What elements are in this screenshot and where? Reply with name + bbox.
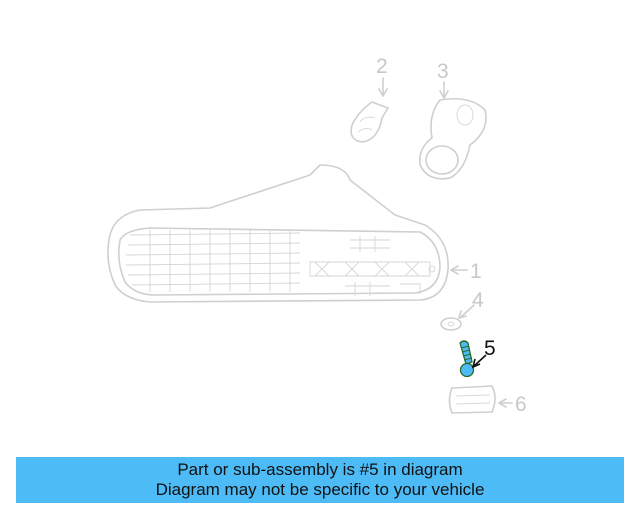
part-4-washer[interactable] — [440, 317, 462, 331]
leader-lines — [378, 77, 513, 408]
part-2-bulb[interactable] — [350, 101, 389, 143]
callout-5[interactable]: 5 — [484, 337, 496, 360]
callout-2[interactable]: 2 — [376, 55, 388, 78]
banner-line-1: Part or sub-assembly is #5 in diagram — [177, 460, 463, 479]
callout-3[interactable]: 3 — [437, 60, 449, 83]
callout-1[interactable]: 1 — [470, 260, 482, 283]
part-3-socket[interactable] — [418, 97, 487, 180]
part-1-lamp-assembly[interactable] — [107, 164, 449, 303]
banner-line-2: Diagram may not be specific to your vehi… — [155, 480, 485, 499]
callout-4[interactable]: 4 — [472, 289, 484, 312]
leader-5 — [471, 354, 487, 369]
part-6-clip[interactable] — [448, 385, 496, 414]
info-banner: Part or sub-assembly is #5 in diagram Di… — [16, 457, 624, 503]
callout-6[interactable]: 6 — [515, 393, 527, 416]
part-5-bolt[interactable] — [459, 340, 475, 378]
